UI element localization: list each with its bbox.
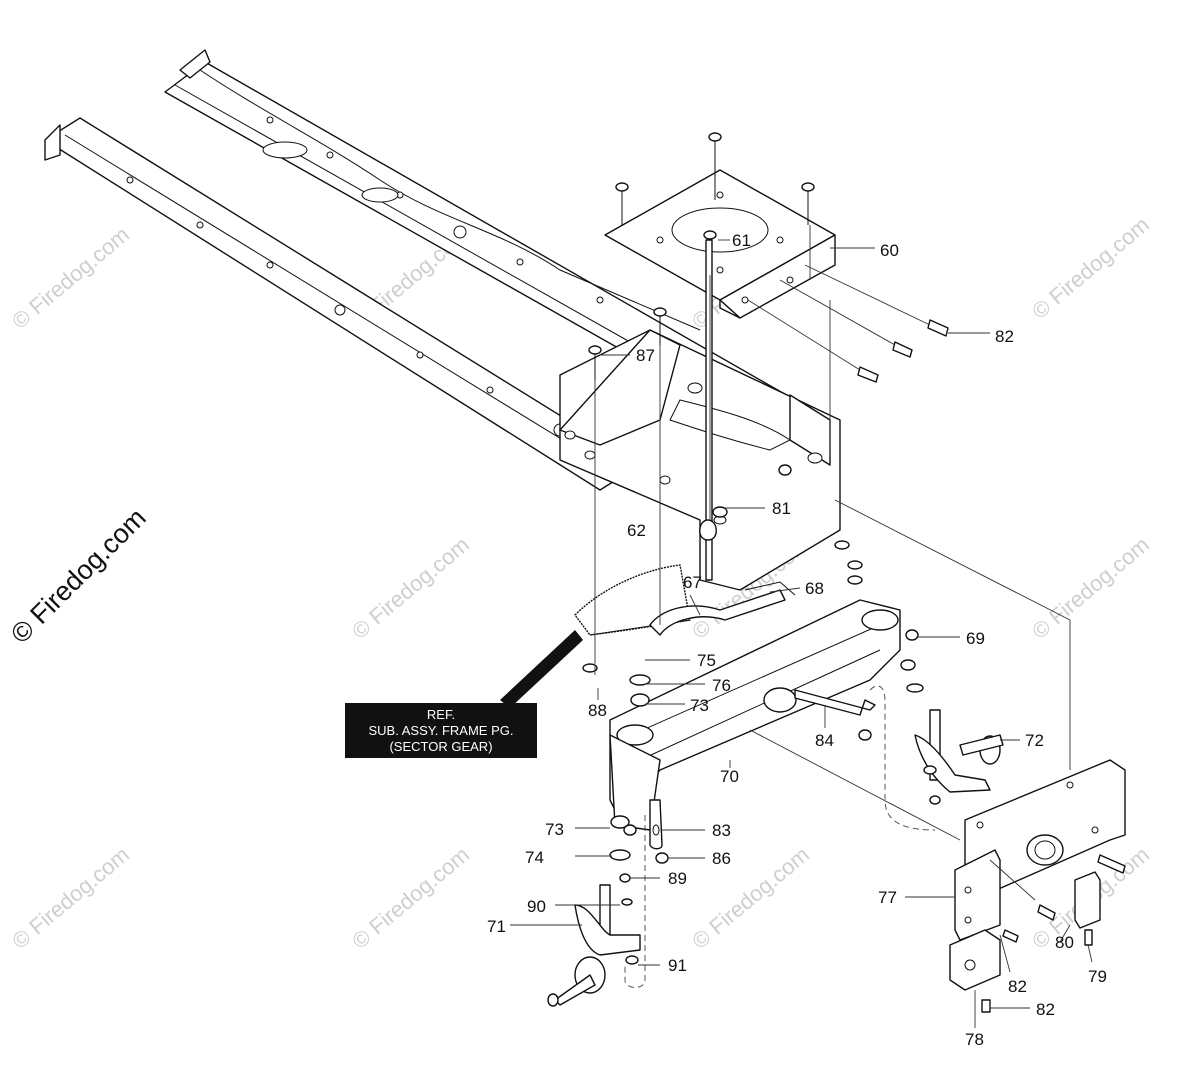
drag-link-83: [649, 799, 663, 850]
axle-bracket: [954, 759, 1126, 941]
callout-78: 78: [965, 1030, 984, 1049]
watermark-tile: © Firedog.com: [7, 222, 134, 334]
callout-89: 89: [668, 869, 687, 888]
reference-line-2: SUB. ASSY. FRAME PG.: [369, 723, 514, 738]
callout-91: 91: [668, 956, 687, 975]
assembly-lines: [594, 225, 1071, 988]
callout-90: 90: [527, 897, 546, 916]
drag-link: [649, 581, 796, 636]
carriage-bolts: [588, 132, 815, 380]
callout-82-top: 82: [995, 327, 1014, 346]
watermark-tile: © Firedog.com: [7, 842, 134, 954]
callouts: 60 61 62 67 68 69 70 71 72 73 73 74 75 7…: [487, 231, 1107, 1049]
callout-79: 79: [1088, 967, 1107, 986]
front-axle: [609, 599, 901, 831]
watermark-tile: © Firedog.com: [1027, 532, 1154, 644]
callout-73-upper: 73: [690, 696, 709, 715]
callout-61: 61: [732, 231, 751, 250]
callout-72: 72: [1025, 731, 1044, 750]
callout-82-mid: 82: [1008, 977, 1027, 996]
watermark-tile: © Firedog.com: [347, 842, 474, 954]
callout-81: 81: [772, 499, 791, 518]
callout-80: 80: [1055, 933, 1074, 952]
hex-bolts-82: [747, 264, 949, 383]
callout-71: 71: [487, 917, 506, 936]
bracket-79: [1074, 871, 1101, 929]
callout-83: 83: [712, 821, 731, 840]
reference-box: [345, 703, 537, 758]
watermark-tile: © Firedog.com: [687, 842, 814, 954]
steering-shaft: [699, 239, 717, 581]
front-frame-plate: [559, 329, 841, 591]
spindle-left: [547, 884, 641, 1007]
callout-86: 86: [712, 849, 731, 868]
reference-line-1: REF.: [427, 707, 455, 722]
steering-support-plate: [604, 169, 836, 319]
callout-88: 88: [588, 701, 607, 720]
callout-87: 87: [636, 346, 655, 365]
watermark-main: © Firedog.com: [5, 503, 152, 650]
watermark-tile: © Firedog.com: [1027, 212, 1154, 324]
reference-arrow: [500, 630, 583, 708]
tie-rod: [794, 689, 876, 716]
callout-68: 68: [805, 579, 824, 598]
callout-60: 60: [880, 241, 899, 260]
leader-lines: [510, 239, 1093, 1028]
callout-62: 62: [627, 521, 646, 540]
reference-note: REF. SUB. ASSY. FRAME PG. (SECTOR GEAR): [345, 630, 583, 758]
reference-line-3: (SECTOR GEAR): [389, 739, 492, 754]
callout-84: 84: [815, 731, 834, 750]
callout-67: 67: [683, 573, 702, 592]
spindle-right: [914, 709, 1004, 793]
callout-75: 75: [697, 651, 716, 670]
callout-77: 77: [878, 888, 897, 907]
callout-69: 69: [966, 629, 985, 648]
bracket-78: [949, 929, 1001, 991]
callout-70: 70: [720, 767, 739, 786]
callout-76: 76: [712, 676, 731, 695]
callout-73-lower: 73: [545, 820, 564, 839]
callout-74: 74: [525, 848, 544, 867]
watermark-tile: © Firedog.com: [347, 532, 474, 644]
callout-82-bottom: 82: [1036, 1000, 1055, 1019]
